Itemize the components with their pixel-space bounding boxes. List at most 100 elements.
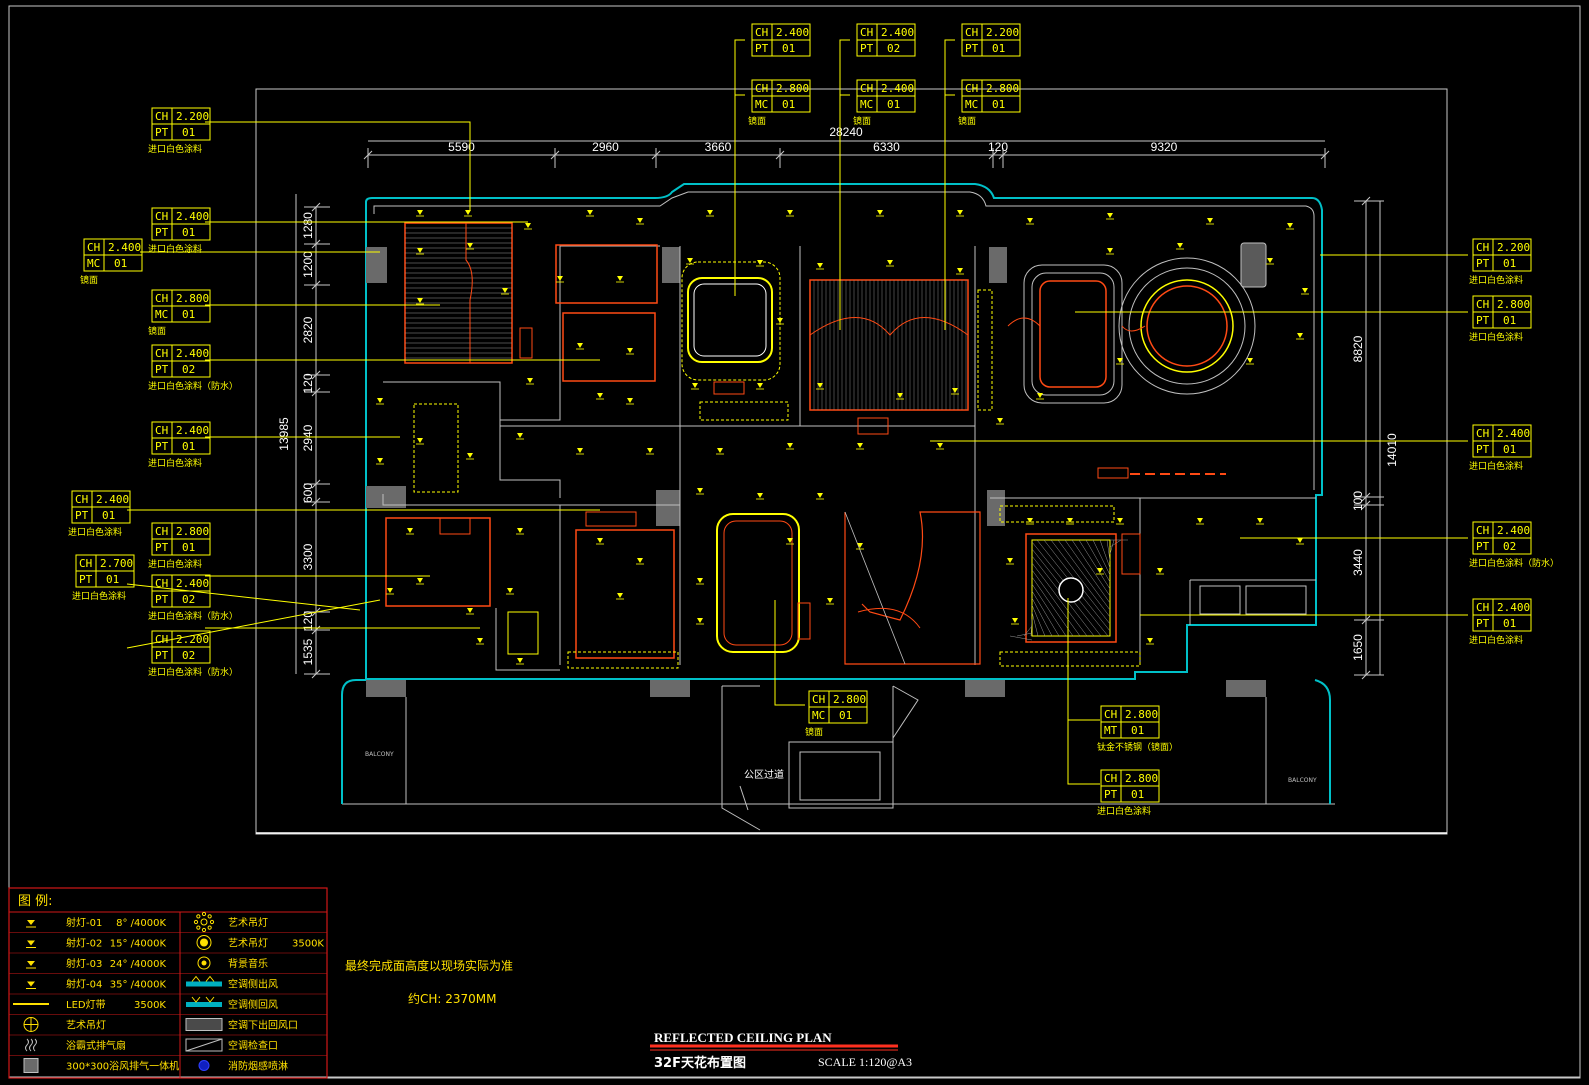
legend-label: 300*300浴风排气一体机 (66, 1060, 179, 1073)
tag-code1: CH (75, 493, 88, 506)
ac-down-return-icon (185, 1018, 223, 1031)
tag-note: 镜面 (958, 115, 976, 127)
tag-note: 进口白色涂料 (148, 143, 202, 155)
spotlight (776, 318, 784, 325)
tag-code2: PT (1476, 314, 1490, 327)
balcony-right-label: BALCONY (1288, 777, 1317, 784)
tag-note: 进口白色涂料 (68, 526, 122, 538)
tag-code2: MC (155, 308, 168, 321)
spotlight (1146, 638, 1154, 645)
legend-row: 空调侧出风 (180, 973, 327, 991)
tag-code2: PT (1476, 443, 1490, 456)
right-dim-label: 8820 (1351, 335, 1365, 362)
tag-code1: CH (1104, 772, 1117, 785)
total-width-dim: 28240 (829, 125, 863, 139)
spotlight (1256, 518, 1264, 525)
spotlight (1296, 538, 1304, 545)
tag-material-no: 02 (182, 363, 195, 376)
tag-note: 镜面 (805, 726, 823, 738)
tag-height: 2.200 (986, 26, 1019, 39)
tag-height: 2.400 (1497, 427, 1530, 440)
tag-height: 2.800 (1497, 298, 1530, 311)
tag-code1: CH (755, 82, 768, 95)
spotlight (476, 638, 484, 645)
tag-material-no: 01 (1503, 443, 1516, 456)
spotlight (951, 388, 959, 395)
spotlight (856, 543, 864, 550)
tag-code2: PT (1476, 617, 1490, 630)
tag-material-no: 01 (1503, 314, 1516, 327)
tag-note: 进口白色涂料 (72, 590, 126, 602)
scale-label: SCALE 1:120@A3 (818, 1055, 912, 1069)
spotlight (576, 448, 584, 455)
tag-code1: CH (87, 241, 100, 254)
spotlight (1106, 213, 1114, 220)
spotlight (636, 558, 644, 565)
spotlight (886, 260, 894, 267)
speaker-icon (197, 956, 211, 970)
top-dim-label: 5590 (448, 140, 475, 154)
tag-code1: CH (965, 26, 978, 39)
spotlight (646, 448, 654, 455)
tag-code2: PT (860, 42, 874, 55)
spotlight (376, 458, 384, 465)
spotlight-icon (26, 940, 36, 948)
tag-material-no: 01 (1503, 617, 1516, 630)
legend-label: 空调侧回风 (228, 998, 278, 1011)
spotlight (1011, 618, 1019, 625)
tag-code1: CH (812, 693, 825, 706)
spotlight (786, 443, 794, 450)
tag-code1: CH (155, 424, 168, 437)
chandelier-icon (193, 911, 215, 933)
left-dim-label: 2820 (301, 316, 315, 343)
top-dim-label: 6330 (873, 140, 900, 154)
left-dim-label: 120 (301, 611, 315, 631)
legend-label: 艺术吊灯 (228, 938, 268, 950)
spotlight (464, 210, 472, 217)
spotlight (406, 528, 414, 535)
tag-code2: MT (1104, 724, 1118, 737)
tag-height: 2.400 (881, 82, 914, 95)
tag-height: 2.400 (176, 424, 209, 437)
spotlight (586, 210, 594, 217)
spotlight (1116, 518, 1124, 525)
tag-code1: CH (155, 347, 168, 360)
tag-code1: CH (1476, 427, 1489, 440)
spotlight (1006, 558, 1014, 565)
tag-material-no: 01 (114, 257, 127, 270)
tag-code2: PT (155, 593, 169, 606)
spotlight (416, 298, 424, 305)
tag-height: 2.800 (1125, 772, 1158, 785)
tag-code2: MC (812, 709, 825, 722)
legend-spec: 35° /4000K (110, 980, 167, 991)
ac-side-return-icon (186, 996, 222, 1007)
tag-height: 2.700 (100, 557, 133, 570)
tag-note: 进口白色涂料（防水） (1469, 557, 1559, 569)
tag-height: 2.200 (176, 110, 209, 123)
spotlight (466, 243, 474, 250)
spotlight (466, 608, 474, 615)
legend-label: 空调检查口 (228, 1039, 278, 1052)
right-dim-label: 3440 (1351, 549, 1365, 576)
tag-code2: PT (155, 226, 169, 239)
spotlight (1026, 218, 1034, 225)
spotlight (526, 378, 534, 385)
spotlight (756, 493, 764, 500)
legend-label: 艺术吊灯 (228, 917, 268, 929)
spotlight (756, 260, 764, 267)
spotlight (516, 528, 524, 535)
